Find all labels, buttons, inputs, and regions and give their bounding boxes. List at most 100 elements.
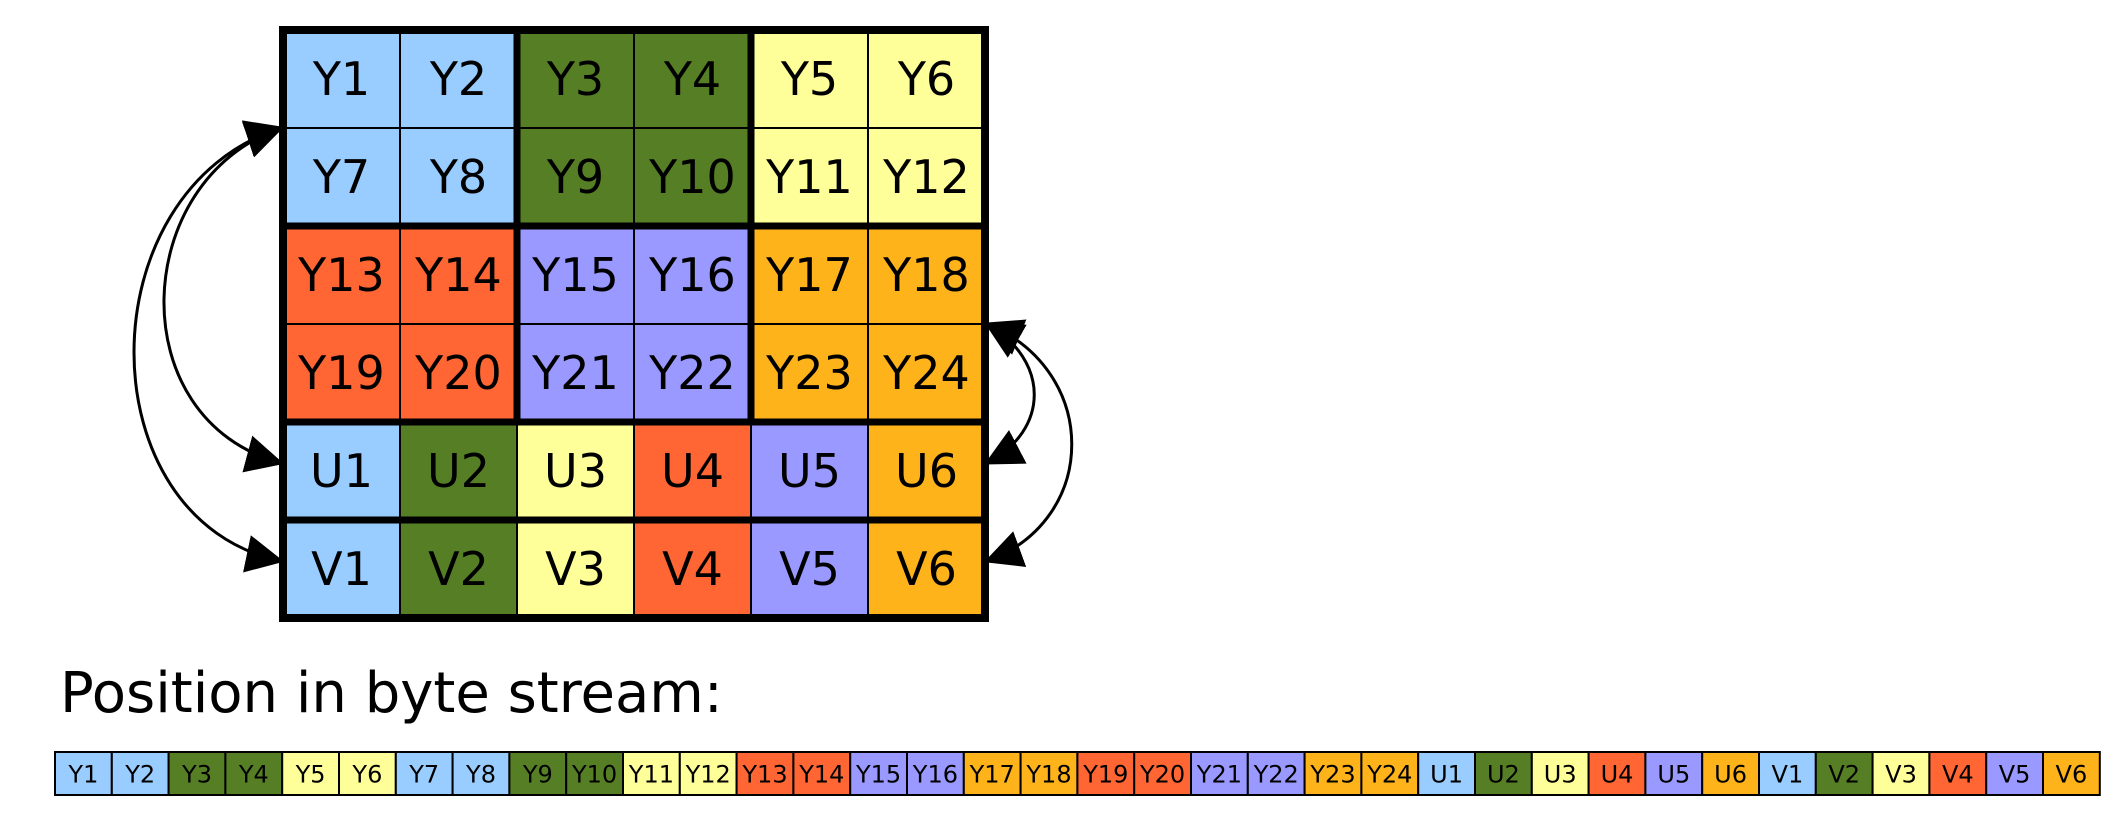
- stream-cell-label: Y4: [238, 761, 269, 789]
- grid-cell-bg: [750, 421, 869, 521]
- grid-cell-label: Y21: [531, 346, 619, 400]
- stream-cell-label: Y21: [1196, 761, 1242, 789]
- stream-cell-label: U1: [1430, 761, 1463, 789]
- stream-cell-y16: Y16: [906, 751, 965, 796]
- grid-cell-u1: U1: [282, 421, 401, 521]
- stream-cell-y4: Y4: [224, 751, 284, 796]
- grid-cell-y23: Y23: [750, 323, 869, 423]
- stream-cell-label: U6: [1714, 761, 1747, 789]
- stream-cell-v4: V4: [1928, 751, 1988, 796]
- stream-cell-bg: [1530, 751, 1590, 796]
- grid-cell-label: U6: [895, 444, 958, 498]
- stream-cell-bg: [2042, 751, 2101, 796]
- grid-cell-u2: U2: [399, 421, 518, 521]
- grid-cell-y15: Y15: [516, 225, 635, 325]
- stream-cell-label: Y13: [741, 761, 787, 789]
- grid-cell-label: U3: [544, 444, 607, 498]
- grid-cell-v3: V3: [516, 519, 635, 619]
- stream-cell-bg: [1587, 751, 1647, 796]
- grid-cell-y24: Y24: [867, 323, 986, 423]
- grid-cell-label: Y8: [429, 150, 487, 204]
- stream-cell-bg: [1417, 751, 1476, 796]
- stream-cell-bg: [1644, 751, 1704, 796]
- stream-cell-label: Y19: [1082, 761, 1128, 789]
- stream-cell-y10: Y10: [565, 751, 625, 796]
- grid-cell-label: Y12: [882, 150, 970, 204]
- grid-cell-y13: Y13: [282, 225, 401, 325]
- grid-cell-y5: Y5: [750, 29, 869, 129]
- stream-cell-bg: [1928, 751, 1988, 796]
- stream-cell-bg: [281, 751, 341, 796]
- grid-cell-bg: [633, 421, 752, 521]
- stream-cell-bg: [1814, 751, 1874, 796]
- stream-cell-u6: U6: [1701, 751, 1760, 796]
- grid-cell-bg: [867, 127, 986, 227]
- grid-cell-v2: V2: [399, 519, 518, 619]
- stream-cell-y17: Y17: [962, 751, 1022, 796]
- stream-cell-y7: Y7: [394, 751, 454, 796]
- grid-cell-label: V1: [311, 542, 372, 596]
- stream-cell-bg: [224, 751, 284, 796]
- arrow-u-right: [984, 322, 1036, 465]
- grid-cell-label: V2: [428, 542, 489, 596]
- stream-cell-y11: Y11: [622, 751, 681, 796]
- grid-cell-y20: Y20: [399, 323, 518, 423]
- stream-cell-label: Y6: [351, 761, 382, 789]
- stream-cell-bg: [792, 751, 852, 796]
- stream-cell-label: V6: [2056, 761, 2088, 789]
- stream-cell-label: V1: [1772, 761, 1804, 789]
- stream-cell-v2: V2: [1814, 751, 1874, 796]
- grid-cell-y10: Y10: [633, 127, 752, 227]
- grid-cell-y2: Y2: [399, 29, 518, 129]
- stream-cell-y9: Y9: [508, 751, 568, 796]
- stream-cell-label: V4: [1942, 761, 1974, 789]
- stream-cell-u5: U5: [1644, 751, 1704, 796]
- stream-cell-bg: [394, 751, 454, 796]
- stream-cell-bg: [1871, 751, 1931, 796]
- stream-cell-y3: Y3: [167, 751, 227, 796]
- grid-cell-label: Y13: [297, 248, 385, 302]
- stream-cell-y23: Y23: [1303, 751, 1363, 796]
- stream-cell-v3: V3: [1871, 751, 1931, 796]
- stream-cell-y14: Y14: [792, 751, 852, 796]
- stream-cell-bg: [1190, 751, 1249, 796]
- stream-cell-y8: Y8: [451, 751, 511, 796]
- grid-cell-bg: [867, 225, 986, 325]
- stream-cell-y13: Y13: [735, 751, 795, 796]
- stream-cell-y2: Y2: [110, 751, 170, 796]
- byte-stream-caption: Position in byte stream:: [60, 661, 723, 726]
- grid-cell-label: Y24: [882, 346, 970, 400]
- grid-cell-y14: Y14: [399, 225, 518, 325]
- grid-cell-label: Y17: [765, 248, 853, 302]
- grid-cell-label: U2: [427, 444, 490, 498]
- stream-cell-bg: [1076, 751, 1136, 796]
- stream-cell-bg: [906, 751, 965, 796]
- stream-cell-label: Y14: [798, 761, 844, 789]
- grid-cell-u4: U4: [633, 421, 752, 521]
- grid-cell-y6: Y6: [867, 29, 986, 129]
- grid-cell-bg: [399, 29, 518, 129]
- stream-cell-u3: U3: [1530, 751, 1590, 796]
- grid-cell-label: Y6: [897, 52, 955, 106]
- grid-cell-bg: [282, 421, 401, 521]
- grid-cell-label: Y11: [765, 150, 853, 204]
- grid-cell-y9: Y9: [516, 127, 635, 227]
- stream-cell-label: Y1: [67, 761, 98, 789]
- grid-cell-v6: V6: [867, 519, 986, 619]
- stream-cell-bg: [1360, 751, 1420, 796]
- stream-cell-u4: U4: [1587, 751, 1647, 796]
- grid-cell-y19: Y19: [282, 323, 401, 423]
- stream-cell-label: U3: [1544, 761, 1577, 789]
- stream-cell-y15: Y15: [849, 751, 909, 796]
- grid-cell-label: Y4: [663, 52, 721, 106]
- grid-cell-label: Y5: [780, 52, 838, 106]
- grid-cell-label: Y16: [648, 248, 736, 302]
- grid-cell-y12: Y12: [867, 127, 986, 227]
- grid-cell-y21: Y21: [516, 323, 635, 423]
- grid-cell-label: Y22: [648, 346, 736, 400]
- grid-cell-label: V4: [662, 542, 723, 596]
- arrow-v-left: [132, 120, 285, 573]
- grid-cell-label: Y23: [765, 346, 853, 400]
